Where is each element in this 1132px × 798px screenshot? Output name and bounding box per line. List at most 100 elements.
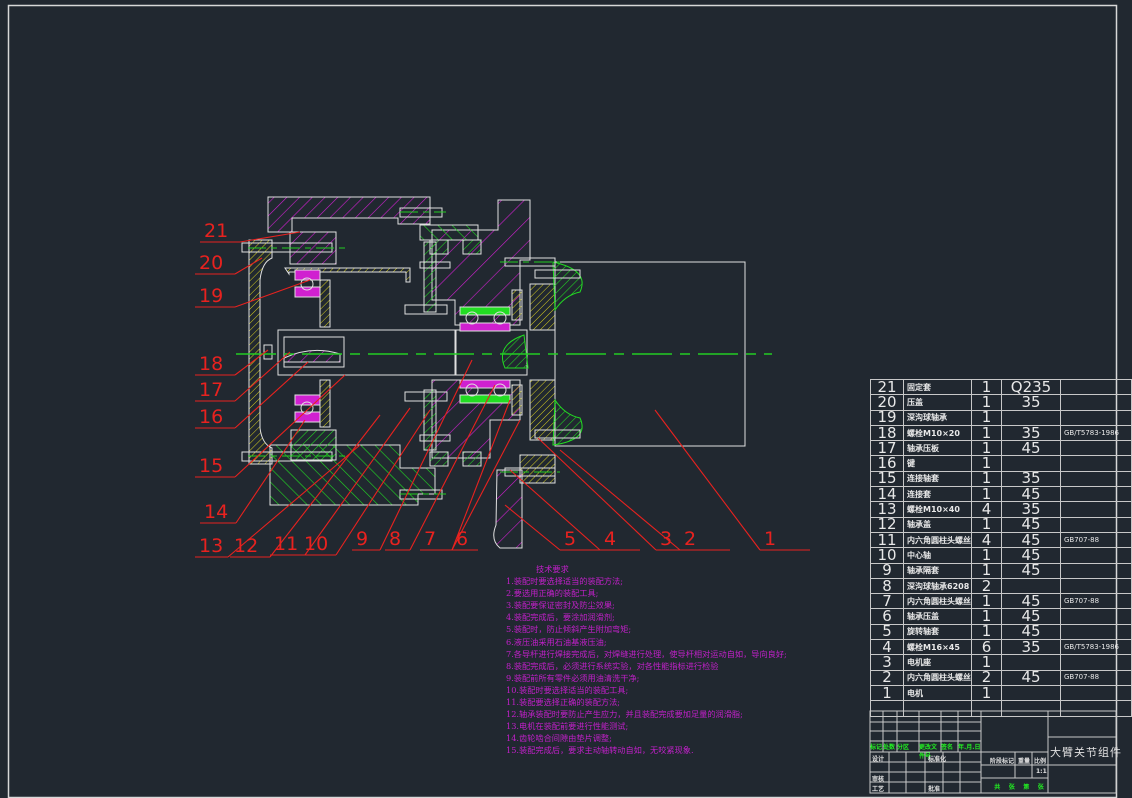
sheet-text: 共	[994, 784, 1001, 791]
bom-material: 45	[1001, 593, 1061, 610]
callout-13: 13	[199, 535, 224, 557]
design-label: 设计	[872, 756, 885, 763]
drawing-title: 大臂关节组件	[1050, 746, 1122, 759]
leader-line	[335, 409, 431, 556]
tech-requirement-item: 11.装配要选择正确的装配方法;	[506, 697, 621, 708]
sheet-count: 共 张 第 张	[990, 782, 1048, 791]
process-label: 工艺	[872, 786, 885, 793]
leader-line	[451, 419, 521, 551]
leader-line	[234, 374, 346, 478]
leader-line	[537, 437, 657, 551]
tech-requirement-item: 12.轴承装配时要防止产生应力，并且装配完成要加足量的润滑脂;	[506, 709, 743, 720]
tech-requirement-item: 15.装配完成后，要求主动轴转动自如，无咬紧现象.	[506, 745, 694, 756]
stage-mark-label: 阶段标记	[990, 758, 1015, 765]
bom-material: 35	[1001, 394, 1061, 411]
weight-label: 重量	[1018, 758, 1031, 765]
callout-7: 7	[424, 528, 437, 550]
leader-line	[509, 469, 601, 551]
revision-header-row: 标记 处数 分区 更改文件号 签名 年.月.日	[870, 742, 981, 760]
tech-requirement-item: 2.要选用正确的装配工具;	[506, 588, 599, 599]
callout-19: 19	[199, 285, 224, 307]
leader-line	[451, 399, 511, 551]
leader-line	[379, 359, 473, 551]
sheet-text: 张	[1037, 784, 1044, 791]
leader-line	[234, 351, 291, 402]
callout-11: 11	[274, 533, 299, 555]
technical-requirements: 技术要求 1.装配时要选择适当的装配方法;2.要选用正确的装配工具;3.装配要保…	[506, 563, 787, 757]
callout-5: 5	[564, 528, 577, 550]
tech-requirement-item: 10.装配时要选择适当的装配工具;	[506, 684, 629, 695]
tech-requirement-item: 8.装配完成后，必须进行系统实验，对各性能指标进行检验	[506, 660, 719, 671]
leader-line	[559, 449, 681, 551]
callout-6: 6	[456, 528, 469, 550]
leader-line	[234, 257, 263, 275]
tech-requirement-item: 4.装配完成后，要涂加润滑剂;	[506, 612, 615, 623]
tech-requirement-item: 6.液压油采用石油基液压油;	[506, 636, 607, 647]
callout-4: 4	[604, 528, 617, 550]
leader-line	[409, 384, 496, 551]
sheet-text: 张	[1008, 784, 1015, 791]
callout-2: 2	[684, 528, 697, 550]
callout-12: 12	[234, 535, 259, 557]
tech-requirements-title: 技术要求	[536, 564, 569, 574]
tech-requirement-item: 1.装配时要选择适当的装配方法;	[506, 576, 624, 587]
leader-line	[234, 279, 311, 308]
rev-header: 分区	[897, 744, 910, 751]
leader-line	[304, 407, 411, 556]
callout-9: 9	[356, 528, 369, 550]
scale-label: 比例	[1034, 758, 1047, 765]
leader-line	[239, 231, 301, 243]
tech-requirement-item: 7.各导杆进行焊接完成后，对焊缝进行处理，使导杆相对运动自如，导向良好;	[506, 648, 787, 659]
rev-header: 标记	[870, 744, 883, 751]
leader-line	[504, 504, 561, 551]
callout-14: 14	[204, 501, 229, 523]
callout-3: 3	[660, 528, 673, 550]
scale-value: 1:1	[1036, 768, 1047, 775]
rev-header: 更改文件号	[919, 744, 938, 760]
callout-18: 18	[199, 353, 224, 375]
callout-20: 20	[199, 252, 224, 274]
callout-17: 17	[199, 379, 224, 401]
bom-blank-row	[870, 700, 1132, 717]
bom-no: 16	[870, 455, 904, 472]
leader-line	[654, 409, 761, 551]
bom-no: 10	[870, 547, 904, 564]
callout-10: 10	[304, 533, 329, 555]
leader-line	[235, 419, 306, 524]
bom-material: 45	[1001, 623, 1061, 641]
leader-line	[227, 444, 361, 558]
sheet-text: 第	[1023, 784, 1030, 791]
rev-header: 年.月.日	[958, 744, 981, 751]
bom-material: 45	[1001, 547, 1061, 564]
callout-21: 21	[204, 220, 229, 242]
callout-15: 15	[199, 455, 224, 477]
bom-standard: GB/T5783-1986	[1060, 424, 1132, 442]
tech-requirement-item: 3.装配要保证密封及防尘效果;	[506, 600, 615, 611]
tech-requirement-item: 13.电机在装配前要进行性能测试;	[506, 721, 629, 732]
tech-requirement-item: 5.装配时，防止倾斜产生附加弯矩;	[506, 624, 632, 635]
callout-8: 8	[389, 528, 402, 550]
bom-material: 45	[1001, 440, 1061, 457]
rev-header: 签名	[941, 744, 954, 751]
leader-lines	[195, 231, 810, 558]
rev-header: 处数	[883, 744, 896, 751]
tech-requirement-item: 14.齿轮啮合间隙由垫片调整;	[506, 733, 612, 744]
tech-requirement-item: 9.装配前所有零件必须用油清洗干净;	[506, 672, 640, 683]
review-label: 审核	[872, 776, 885, 783]
callout-1: 1	[764, 528, 777, 550]
assembly-section	[241, 196, 746, 549]
leader-line	[234, 361, 309, 429]
leader-line	[234, 349, 269, 376]
